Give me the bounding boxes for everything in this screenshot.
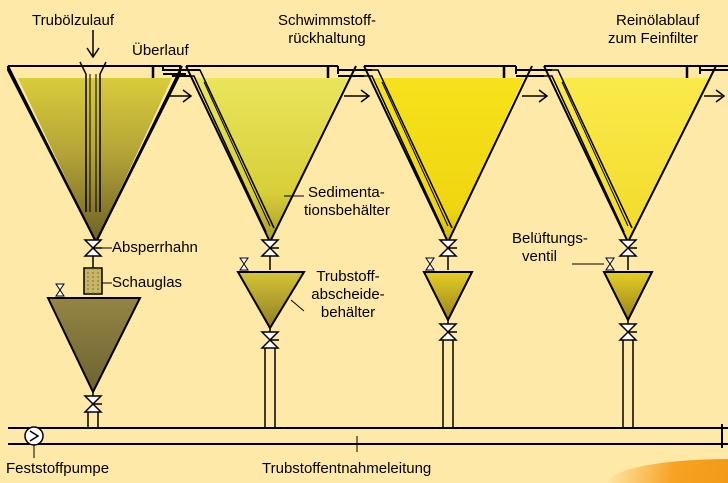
bottom-valve-2[interactable] [260, 328, 280, 428]
label-belueftung-line2: ventil [522, 248, 558, 265]
bottom-valve-1[interactable] [83, 392, 103, 428]
label-schwimmstoff-line1: Schwimmstoff- [277, 12, 377, 29]
label-trubstoffentnahmeleitung: Trubstoffentnahmeleitung [262, 460, 432, 477]
label-trubstoff-line3: behälter [320, 304, 376, 321]
label-schwimmstoff: Schwimmstoff- rückhaltung [268, 12, 386, 48]
label-schwimmstoff-line2: rückhaltung [288, 30, 366, 47]
collector-tank-1 [46, 283, 142, 395]
label-trubolzulauf: Trubölzulauf [32, 12, 114, 29]
sedimentation-tank-1 [7, 30, 183, 245]
label-sedimentation-line1: Sedimenta- [308, 184, 385, 201]
solids-pump[interactable] [24, 426, 44, 446]
inlet-arrow [86, 30, 100, 59]
leader-lines [33, 195, 604, 458]
label-ueberlauf: Überlauf [132, 42, 189, 59]
bottom-valve-3[interactable] [438, 320, 458, 428]
label-schauglas: Schauglas [112, 274, 183, 291]
shutoff-valve-3[interactable] [438, 239, 458, 257]
label-feststoffpumpe: Feststoffpumpe [6, 460, 110, 477]
extraction-line [8, 424, 728, 448]
label-belueftung-line1: Belüftungs- [512, 230, 588, 247]
shutoff-valve-2[interactable] [260, 239, 280, 257]
shutoff-valve-1[interactable] [83, 239, 103, 257]
sight-glass [83, 256, 103, 295]
label-belueftungsventil: Belüftungs- ventil [512, 230, 588, 266]
collector-tank-4 [602, 257, 654, 323]
label-reinoel-line2: zum Feinfilter [608, 30, 699, 47]
shutoff-valve-4[interactable] [618, 239, 638, 257]
label-trubstoff-line2: abscheide- [311, 286, 385, 303]
collector-tank-2 [236, 257, 306, 330]
label-reinoel: Reinölablauf zum Feinfilter [608, 12, 699, 48]
collector-tank-3 [422, 257, 474, 323]
label-absperrhahn: Absperrhahn [112, 239, 198, 256]
label-sedimentation: Sedimenta- tionsbehälter [304, 184, 390, 220]
label-sedimentation-line2: tionsbehälter [304, 202, 390, 219]
bottom-valve-4[interactable] [618, 320, 638, 428]
sedimentation-tank-4 [543, 65, 728, 245]
feed-pipe [79, 61, 107, 212]
label-reinoel-line1: Reinölablauf [616, 12, 700, 29]
label-trubstoff-line1: Trubstoff- [316, 268, 380, 285]
label-trubstoffabscheider: Trubstoff- abscheide- behälter [300, 268, 396, 322]
